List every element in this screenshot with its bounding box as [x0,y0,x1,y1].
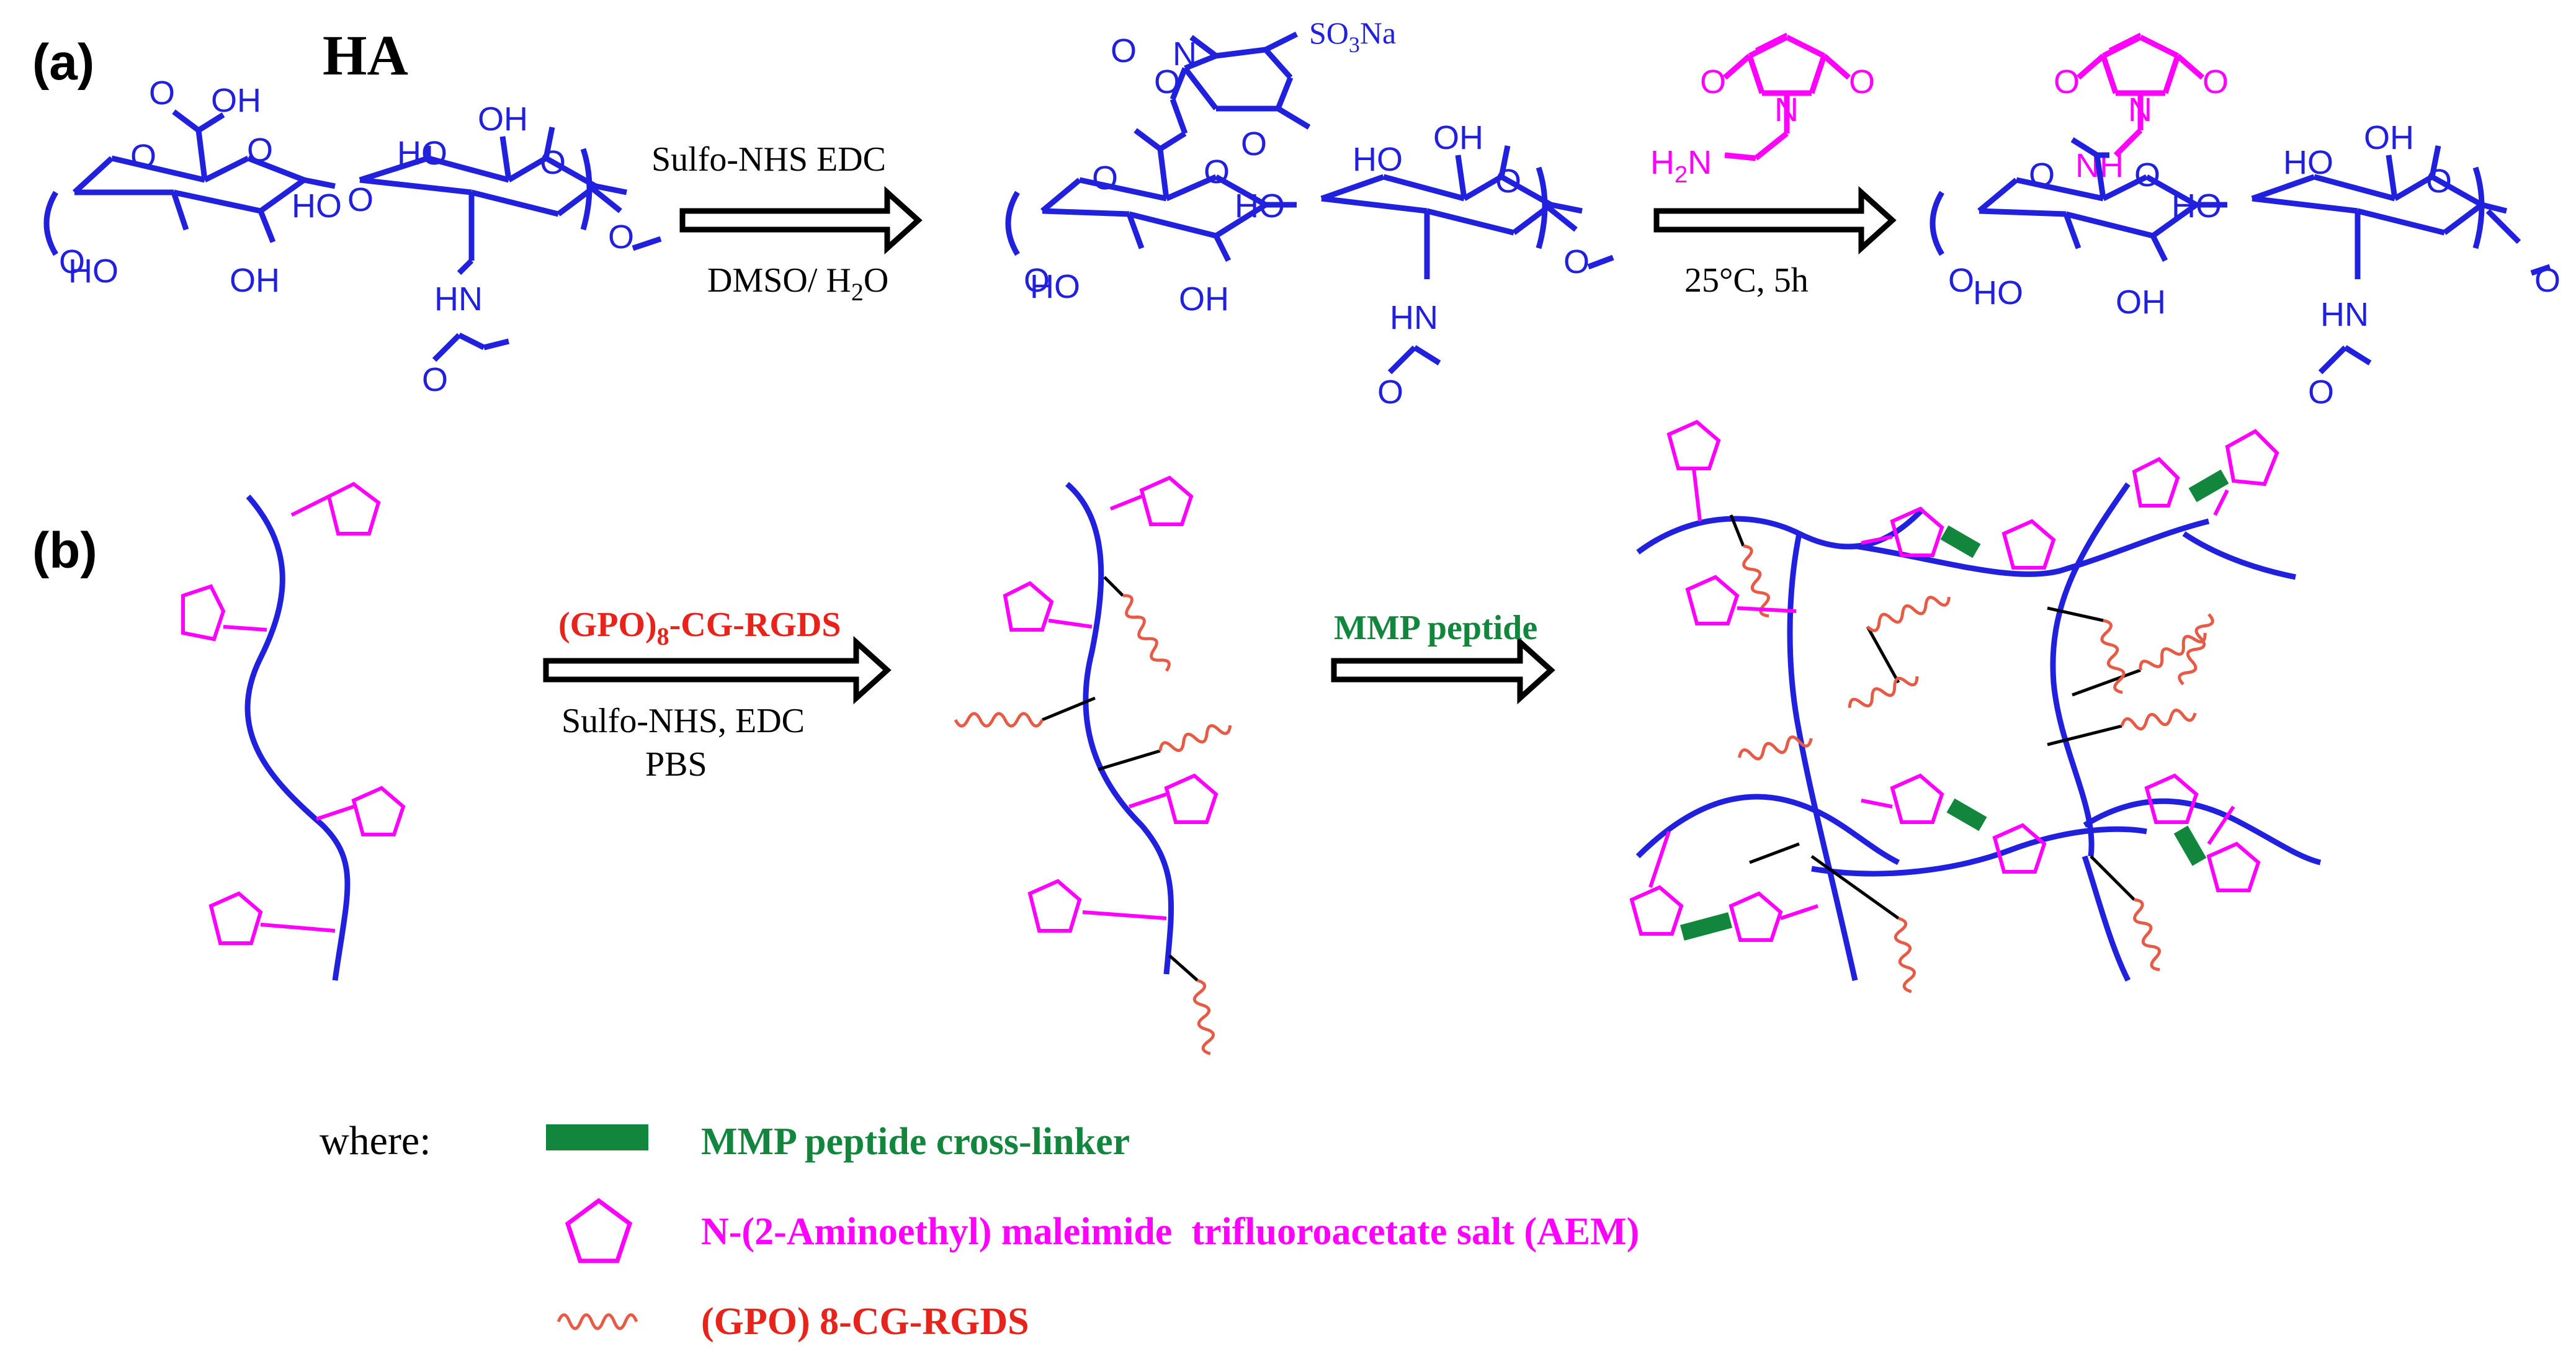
svg-text:O: O [1700,63,1726,101]
svg-text:SO3Na: SO3Na [1309,16,1396,57]
svg-text:O: O [1204,153,1230,190]
legend-item-aem: N-(2-Aminoethyl) maleimide trifluoroacet… [701,1211,1639,1253]
svg-text:OH: OH [2364,119,2414,156]
svg-text:HO: HO [1235,187,1285,225]
svg-text:O: O [1495,163,1521,200]
svg-text:N: N [2128,91,2152,128]
svg-text:OH: OH [230,262,280,299]
svg-text:HN: HN [2320,296,2369,333]
panel-b-label: (b) [32,522,97,579]
svg-text:HN: HN [434,280,483,318]
svg-text:HO: HO [2283,144,2333,181]
svg-text:O: O [2029,156,2055,194]
svg-text:H2N: H2N [1650,144,1712,188]
svg-text:O: O [2203,63,2229,101]
step-b1-reagents: Sulfo-NHS, EDC [561,702,805,740]
svg-text:O: O [347,181,373,218]
svg-text:O: O [1154,63,1180,101]
svg-text:HO: HO [68,253,119,290]
svg-text:O: O [247,132,273,169]
svg-text:O: O [608,218,634,256]
ha-aem-chain-diagram [181,482,406,981]
svg-text:O: O [2426,163,2452,200]
svg-text:O: O [1377,374,1403,411]
rgds-coil-swatch [557,1313,638,1330]
svg-text:O: O [2308,374,2334,411]
ha-disaccharide-structure: O O O OH HO OH O HO O HO OH O HN O O [43,74,662,398]
svg-text:OH: OH [478,101,528,138]
svg-text:O: O [149,74,175,112]
ha-nhs-ester-structure: O O O N O O HO OH O HO HO OH O HN O O SO… [1005,16,1614,411]
arrow-step-a1 [679,186,923,255]
svg-text:OH: OH [211,82,261,119]
legend-intro: where: [320,1118,431,1163]
ha-title: HA [323,24,408,87]
legend: where: MMP peptide cross-linker N-(2-Ami… [320,1118,1639,1343]
arrow-step-b2 [1331,635,1555,705]
arrow-step-a2 [1653,186,1897,255]
step-a1-reagents: Sulfo-NHS EDC [651,140,886,179]
svg-text:O: O [1563,243,1590,280]
svg-text:O: O [1849,63,1875,101]
step-b1-buffer: PBS [645,745,707,784]
svg-text:OH: OH [1179,280,1229,318]
svg-text:O: O [2534,262,2560,299]
svg-text:N: N [1774,91,1799,128]
svg-text:O: O [1241,125,1267,163]
legend-item-mmp: MMP peptide cross-linker [701,1121,1130,1163]
svg-text:HO: HO [1353,141,1403,178]
ha-aem-product-structure: O O N NH [1930,32,2560,411]
svg-text:OH: OH [2116,284,2166,321]
aem-reagent-structure: O O N H2N [1650,32,1875,188]
svg-text:O: O [59,243,85,280]
svg-text:O: O [1092,159,1118,197]
svg-text:HO: HO [292,187,342,225]
mmp-crosslinker-swatch [546,1124,648,1150]
svg-text:HO: HO [397,135,447,172]
step-b2-mmp-label: MMP peptide [1334,609,1537,647]
svg-text:HO: HO [2171,187,2222,225]
svg-text:HO: HO [1973,274,2023,311]
svg-text:O: O [2134,156,2160,194]
svg-text:O: O [130,138,156,175]
svg-text:O: O [1948,262,1974,299]
svg-text:HN: HN [1390,299,1438,336]
step-a1-solvent: DMSO/ H2O [707,261,888,306]
svg-text:O: O [540,144,566,181]
step-b1-peptide: (GPO)8-CG-RGDS [558,606,841,650]
arrow-step-b1 [543,635,892,705]
svg-text:N: N [1173,35,1197,73]
svg-text:O: O [1111,32,1137,69]
svg-text:O: O [422,361,448,398]
aem-pentagon-swatch [565,1198,633,1263]
crosslinked-hydrogel-network-diagram [1629,419,2322,993]
step-a2-conditions: 25°C, 5h [1684,261,1809,300]
svg-text:O: O [2054,63,2080,101]
panel-a-label: (a) [32,34,94,91]
svg-text:HO: HO [1030,268,1080,305]
ha-aem-rgds-chain-diagram [954,475,1232,1055]
legend-item-rgds: (GPO) 8-CG-RGDS [701,1301,1029,1343]
svg-text:OH: OH [1433,119,1483,156]
svg-text:O: O [1024,262,1050,299]
